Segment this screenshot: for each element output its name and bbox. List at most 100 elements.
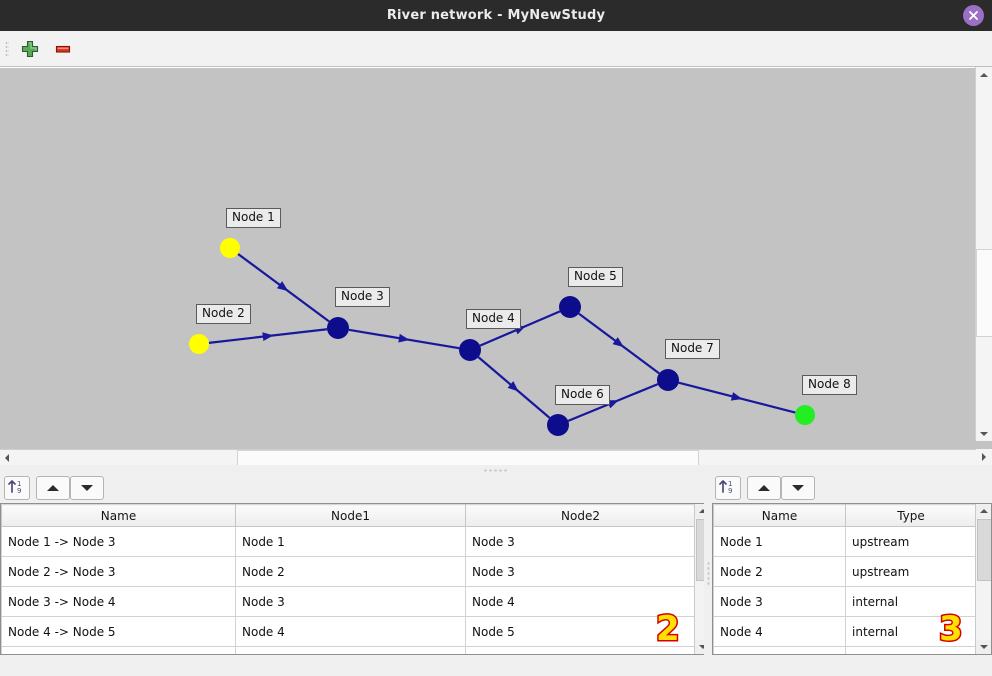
node-scroll-down-button[interactable] xyxy=(976,640,991,654)
reach-table-empty-cell[interactable] xyxy=(235,646,466,654)
reach-table-cell-name[interactable]: Node 2 -> Node 3 xyxy=(1,556,236,587)
graph-vscroll-thumb[interactable] xyxy=(976,249,992,337)
edge-arrow xyxy=(730,392,743,401)
node-table-header-name[interactable]: Name xyxy=(713,504,846,527)
node-table-cell-name[interactable]: Node 3 xyxy=(713,586,846,617)
graph-node-node-2[interactable] xyxy=(189,334,209,354)
window-title: River network - MyNewStudy xyxy=(386,8,606,23)
annotation-2: 2 xyxy=(655,609,682,649)
graph-node-label-node-2[interactable]: Node 2 xyxy=(196,304,251,324)
toolbar-grip[interactable] xyxy=(5,41,9,57)
network-graph-panel[interactable]: Node 1 Node 2 Node 3 Node 4 Node 5 Node 6 Node… xyxy=(0,67,992,458)
node-table-cell-type[interactable]: upstream xyxy=(845,556,977,587)
edge-arrow xyxy=(398,333,410,343)
svg-text:9: 9 xyxy=(17,487,21,495)
vertical-splitter-handle[interactable] xyxy=(707,561,710,587)
vertical-splitter[interactable] xyxy=(704,473,712,676)
main-toolbar xyxy=(0,31,992,67)
graph-node-label-node-5[interactable]: Node 5 xyxy=(568,267,623,287)
reach-table-header-node1[interactable]: Node1 xyxy=(235,504,466,527)
scroll-down-button[interactable] xyxy=(976,426,992,441)
scroll-up-button[interactable] xyxy=(976,67,992,82)
reach-table-header-name[interactable]: Name xyxy=(1,504,236,527)
node-table-empty-cell[interactable] xyxy=(713,646,846,654)
node-sort-icon[interactable]: 1 9 xyxy=(715,476,741,500)
network-canvas[interactable]: Node 1 Node 2 Node 3 Node 4 Node 5 Node 6 Node… xyxy=(0,68,976,442)
graph-node-node-6[interactable] xyxy=(547,414,569,436)
scroll-right-button[interactable] xyxy=(976,449,992,465)
graph-node-node-5[interactable] xyxy=(559,296,581,318)
graph-node-label-node-6[interactable]: Node 6 xyxy=(555,385,610,405)
reach-table-cell-node2[interactable]: Node 3 xyxy=(465,556,696,587)
node-table-cell-name[interactable]: Node 1 xyxy=(713,526,846,557)
graph-node-node-3[interactable] xyxy=(327,317,349,339)
reach-table-empty-cell[interactable] xyxy=(1,646,236,654)
graph-node-label-node-3[interactable]: Node 3 xyxy=(335,287,390,307)
graph-node-label-node-1[interactable]: Node 1 xyxy=(226,208,281,228)
edge-arrow xyxy=(612,337,624,348)
reach-table-cell-node2[interactable]: Node 3 xyxy=(465,526,696,557)
close-icon[interactable] xyxy=(963,5,984,26)
graph-vscrollbar[interactable] xyxy=(975,67,992,441)
annotation-3: 3 xyxy=(938,609,965,649)
reach-table-empty-row[interactable] xyxy=(1,646,696,654)
node-table-header-type[interactable]: Type xyxy=(845,504,977,527)
graph-node-node-7[interactable] xyxy=(657,369,679,391)
svg-text:1: 1 xyxy=(728,480,732,488)
node-table-cell-name[interactable]: Node 4 xyxy=(713,616,846,647)
reach-table-cell-name[interactable]: Node 4 -> Node 5 xyxy=(1,616,236,647)
graph-hscrollbar[interactable] xyxy=(0,449,976,467)
reach-table-cell-node1[interactable]: Node 1 xyxy=(235,526,466,557)
graph-node-node-4[interactable] xyxy=(459,339,481,361)
reach-table-header-node2[interactable]: Node2 xyxy=(465,504,696,527)
edge-arrow xyxy=(606,400,619,409)
add-icon[interactable] xyxy=(20,39,40,59)
node-table-vscrollbar[interactable] xyxy=(975,504,991,654)
node-table-cell-type[interactable]: internal xyxy=(845,616,977,647)
reach-move-up-button[interactable] xyxy=(36,476,70,500)
reach-table-cell-node2[interactable]: Node 5 xyxy=(465,616,696,647)
node-table-cell-type[interactable]: upstream xyxy=(845,526,977,557)
reach-table-cell-name[interactable]: Node 3 -> Node 4 xyxy=(1,586,236,617)
node-move-up-button[interactable] xyxy=(747,476,781,500)
reach-sort-icon[interactable]: 1 9 xyxy=(4,476,30,500)
node-scroll-up-button[interactable] xyxy=(976,504,991,518)
svg-text:1: 1 xyxy=(17,480,21,488)
horizontal-splitter[interactable] xyxy=(0,465,992,475)
node-move-down-button[interactable] xyxy=(781,476,815,500)
splitter-handle[interactable] xyxy=(483,469,509,472)
reach-table-cell-node2[interactable]: Node 4 xyxy=(465,586,696,617)
graph-node-label-node-8[interactable]: Node 8 xyxy=(802,375,857,395)
reach-table-cell-name[interactable]: Node 1 -> Node 3 xyxy=(1,526,236,557)
scroll-left-button[interactable] xyxy=(0,450,15,466)
edge-arrow xyxy=(276,281,289,292)
graph-node-label-node-7[interactable]: Node 7 xyxy=(665,339,720,359)
reach-move-down-button[interactable] xyxy=(70,476,104,500)
graph-node-node-1[interactable] xyxy=(220,238,240,258)
node-table-cell-name[interactable]: Node 2 xyxy=(713,556,846,587)
svg-text:9: 9 xyxy=(728,487,732,495)
title-bar: River network - MyNewStudy xyxy=(0,0,992,31)
graph-node-label-node-4[interactable]: Node 4 xyxy=(466,309,521,329)
reach-table-cell-node1[interactable]: Node 4 xyxy=(235,616,466,647)
delete-icon[interactable] xyxy=(53,39,73,59)
reach-table-cell-node1[interactable]: Node 2 xyxy=(235,556,466,587)
edge-arrow xyxy=(507,381,519,392)
graph-node-node-8[interactable] xyxy=(795,405,815,425)
reach-table-cell-node1[interactable]: Node 3 xyxy=(235,586,466,617)
node-vscroll-thumb[interactable] xyxy=(977,519,991,581)
node-table-empty-row[interactable] xyxy=(713,646,977,654)
